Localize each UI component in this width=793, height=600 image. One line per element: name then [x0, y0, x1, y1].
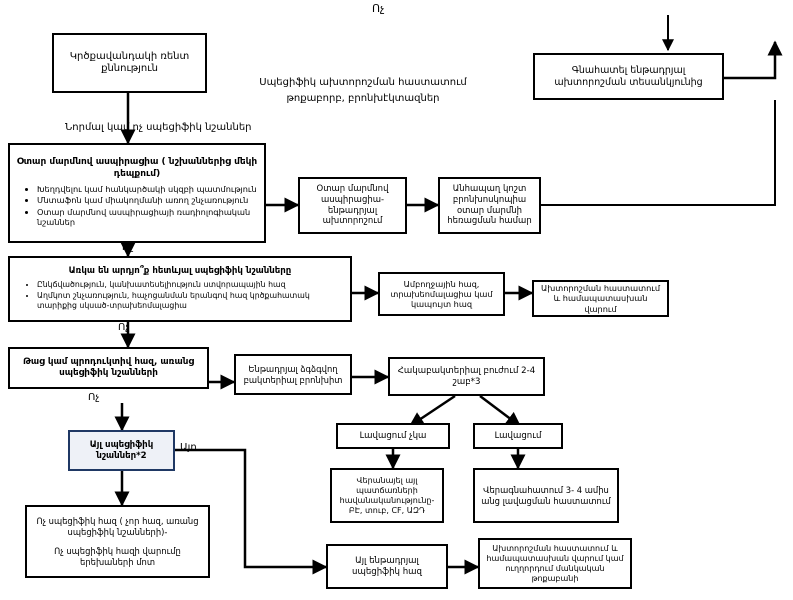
- node-foreign-body-bullets: Խեղդվելու կամ հանկարծակի սկզբի պատմությո…: [15, 184, 259, 229]
- node-diagnosis-confirm-management[interactable]: Ախտորոշման հաստատում և համապատասխան վարո…: [532, 280, 669, 317]
- node-presumed-pbb-label: Ենթադրյալ ձգձգվող բակտերիալ բրոնխիտ: [243, 364, 343, 385]
- node-presumed-bacterial-bronchitis[interactable]: Ենթադրյալ ձգձգվող բակտերիալ բրոնխիտ: [234, 354, 352, 395]
- label-no-3: Ոչ: [118, 322, 130, 333]
- node-nonspecific-cough-line-1: Ոչ սպեցիֆիկ հազ ( չոր հազ, առանց սպեցիֆի…: [36, 516, 199, 537]
- list-item: Մնտաֆոն կամ միակողմանի առող շնչառություն: [37, 195, 259, 206]
- node-reassessment-label: Վերագնահատում 3- 4 ամիս անց լավացման հաս…: [481, 485, 611, 506]
- list-item: Օտար մարմնով ասպիրացիայի ռադիոլոգիական ն…: [37, 207, 259, 228]
- node-other-specific-signs-decision[interactable]: Այլ սպեցիֆիկ նշաններ*2: [68, 430, 175, 471]
- node-chest-xray-label: Կրծքավանդակի ռենտ քննություն: [69, 50, 190, 75]
- node-improvement-label: Լավացում: [494, 430, 542, 441]
- node-reassessment[interactable]: Վերագնահատում 3- 4 ամիս անց լավացման հաս…: [473, 468, 619, 523]
- list-item: Ընկճվածություն, կանխատեսելիություն ստվոր…: [37, 280, 345, 290]
- node-wet-cough-label: Թաց կամ պրոդուկտիվ հազ, առանց սպեցիֆիկ ն…: [22, 357, 195, 378]
- node-nonspecific-cough-line-2: Ոչ սպեցիֆիկ հազի վարումը երեխաների մոտ: [54, 546, 181, 567]
- node-confirm-and-manage[interactable]: Ախտորոշման հաստատում և համապատասխան վարո…: [478, 538, 632, 589]
- node-rigid-bronchoscopy[interactable]: Անհապաղ կոշտ բրոնխոսկոպիա օտար մարմնի հե…: [438, 177, 541, 234]
- free-text-specific-diagnosis: Սպեցիֆիկ ախտորոշման հաստատում թոքաբորբ, …: [243, 75, 483, 107]
- free-text-line-1: Սպեցիֆիկ ախտորոշման հաստատում: [259, 77, 467, 88]
- node-specific-signs-bullets: Ընկճվածություն, կանխատեսելիություն ստվոր…: [15, 280, 345, 312]
- edge-label-normal-or-nonspecific: Նորմալ կամ ոչ սպեցիֆիկ նշաններ: [65, 122, 252, 133]
- free-text-line-2: թոքաբորբ, բրոնխէկտազներ: [286, 93, 440, 104]
- node-rigid-broncho-label: Անհապաղ կոշտ բրոնխոսկոպիա օտար մարմնի հե…: [447, 184, 532, 227]
- node-no-improvement-label: Լավացում չկա: [359, 430, 427, 441]
- node-specific-signs-present[interactable]: Առկա են արդյո՞ք հետևյալ սպեցիֆիկ նշաններ…: [8, 256, 352, 322]
- node-chest-xray[interactable]: Կրծքավանդակի ռենտ քննություն: [52, 33, 207, 93]
- label-no-2: Ոչ: [122, 242, 134, 253]
- list-item: Խեղդվելու կամ հանկարծակի սկզբի պատմությո…: [37, 184, 259, 195]
- node-evaluate-presumed-label: Գնահատել ենթադրյալ ախտորոշման տեսանկյուն…: [554, 64, 703, 88]
- node-no-improvement[interactable]: Լավացում չկա: [336, 423, 450, 449]
- node-complete-cough[interactable]: Ամբողջային հազ, տրախեոմալացիա կամ կապույ…: [378, 272, 505, 316]
- node-evaluate-presumed-diagnosis[interactable]: Գնահատել ենթադրյալ ախտորոշման տեսանկյուն…: [533, 53, 724, 100]
- node-other-presumed-specific-label: Այլ ենթադրյալ սպեցիֆիկ հազ: [352, 555, 422, 577]
- node-specific-signs-title: Առկա են արդյո՞ք հետևյալ սպեցիֆիկ նշաններ…: [68, 265, 292, 276]
- list-item: Աղմկոտ շնչառություն, հաչոցանման երանգով …: [37, 291, 345, 311]
- node-review-other-causes-label: Վերանայել այլ պատճառների հավանականությու…: [339, 475, 435, 515]
- node-antibiotic-treatment[interactable]: Հակաբակտերիալ բուժում 2-4 շաբ*3: [388, 357, 545, 396]
- label-yes-1: Այո: [180, 442, 197, 453]
- node-other-specific-label: Այլ սպեցիֆիկ նշաններ*2: [89, 439, 154, 461]
- node-foreign-body-title: Օտար մարմնով ասպիրացիա ( նշխաններից մեկի…: [16, 157, 258, 179]
- node-complete-cough-label: Ամբողջային հազ, տրախեոմալացիա կամ կապույ…: [390, 278, 493, 310]
- node-antibiotic-label: Հակաբակտերիալ բուժում 2-4 շաբ*3: [397, 365, 536, 387]
- node-review-other-causes[interactable]: Վերանայել այլ պատճառների հավանականությու…: [330, 468, 444, 523]
- node-diag-confirm-label: Ախտորոշման հաստատում և համապատասխան վարո…: [540, 283, 661, 314]
- node-nonspecific-cough[interactable]: Ոչ սպեցիֆիկ հազ ( չոր հազ, առանց սպեցիֆի…: [25, 505, 210, 578]
- node-improvement[interactable]: Լավացում: [473, 423, 563, 449]
- node-wet-productive-cough[interactable]: Թաց կամ պրոդուկտիվ հազ, առանց սպեցիֆիկ ն…: [8, 347, 209, 389]
- label-no-4: Ոչ: [88, 392, 100, 403]
- label-no-top: Ոչ: [372, 2, 385, 15]
- node-confirm-and-manage-label: Ախտորոշման հաստատում և համապատասխան վարո…: [486, 543, 624, 583]
- node-foreign-body-aspiration[interactable]: Օտար մարմնով ասպիրացիա ( նշխաններից մեկի…: [8, 143, 266, 243]
- node-foreign-body-presumed-diagnosis[interactable]: Օտար մարմնով ասպիրացիա-ենթադրյալ ախտորոշ…: [298, 177, 407, 234]
- node-other-presumed-specific-cough[interactable]: Այլ ենթադրյալ սպեցիֆիկ հազ: [326, 544, 448, 589]
- node-fb-presumed-label: Օտար մարմնով ասպիրացիա-ենթադրյալ ախտորոշ…: [316, 184, 389, 227]
